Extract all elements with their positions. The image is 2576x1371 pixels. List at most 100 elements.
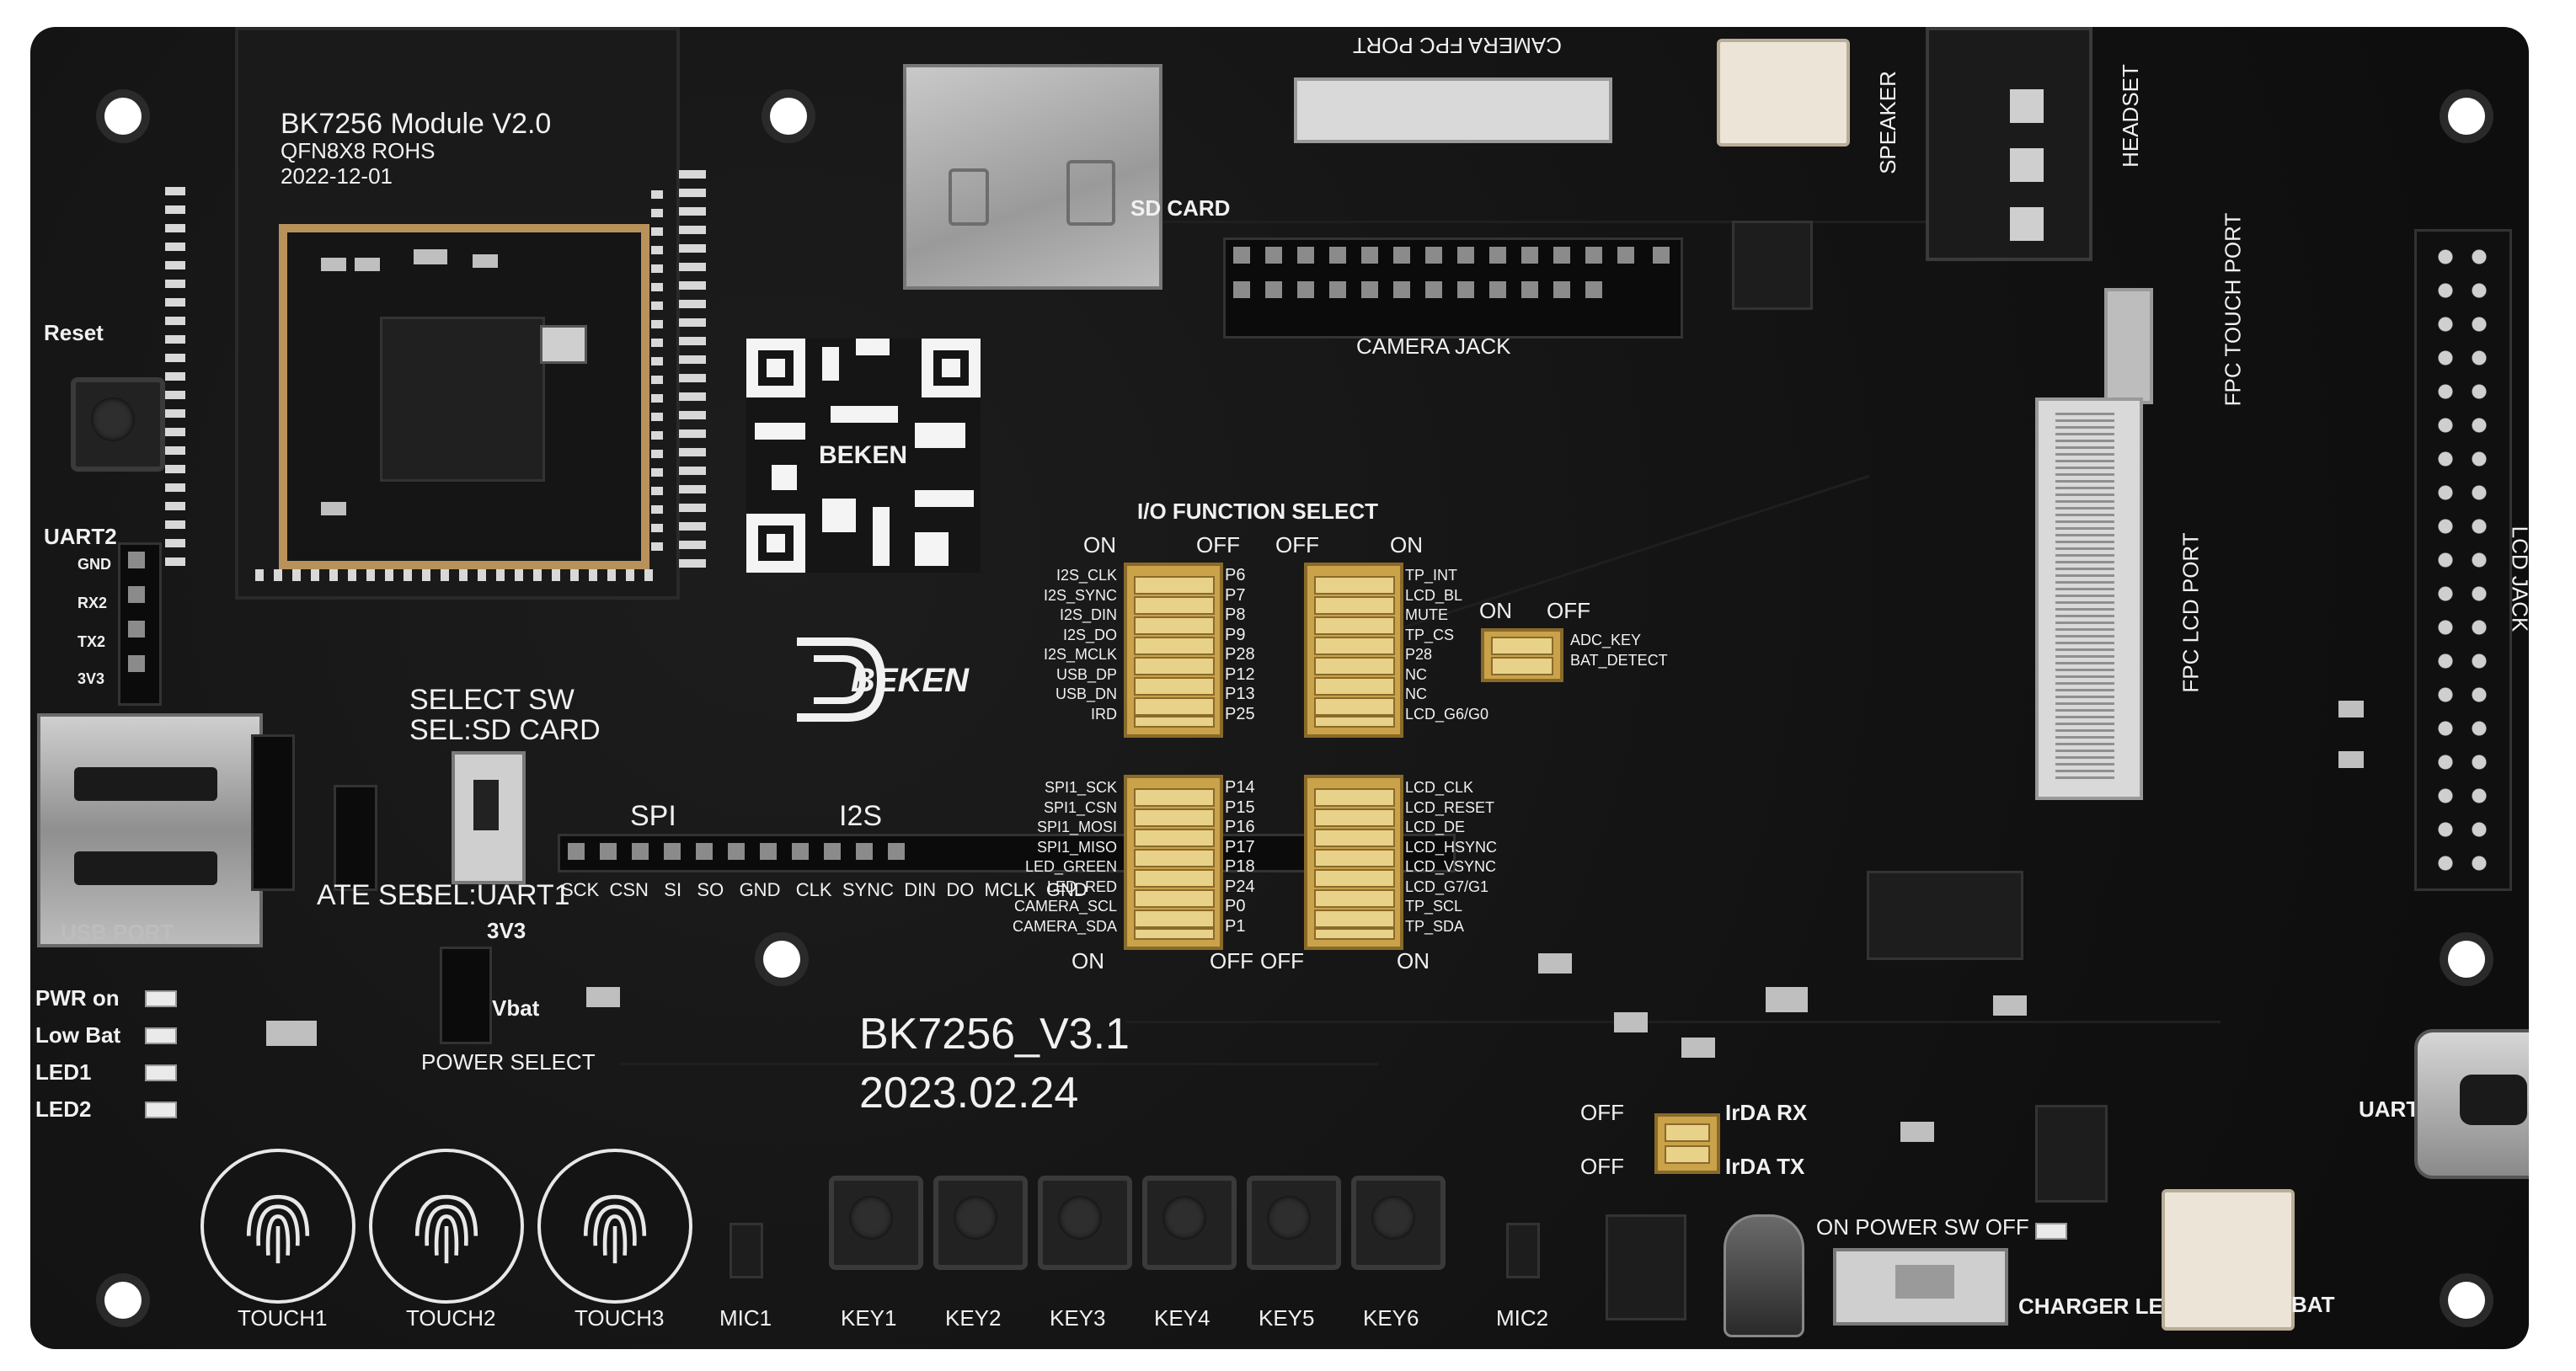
battery-connector[interactable] <box>2162 1189 2295 1331</box>
power-sw-label: ON POWER SW OFF <box>1816 1214 2029 1240</box>
touch2-label: TOUCH2 <box>406 1305 496 1331</box>
bat-label: BAT <box>2291 1292 2335 1317</box>
smd-part <box>321 502 346 515</box>
spi-label: SPI <box>630 800 676 832</box>
audio-amp-ic <box>1732 221 1813 310</box>
smd-part <box>1900 1122 1934 1142</box>
mounting-hole <box>2448 1282 2485 1319</box>
key5-button[interactable] <box>1247 1176 1341 1270</box>
touch1-pad[interactable] <box>200 1149 355 1304</box>
headset-jack[interactable] <box>1926 27 2092 261</box>
speaker-label: SPEAKER <box>1874 71 1900 174</box>
usb-a-port[interactable] <box>37 713 263 947</box>
touch3-label: TOUCH3 <box>575 1305 665 1331</box>
dip-switch-io-1[interactable] <box>1124 563 1223 738</box>
key3-button[interactable] <box>1038 1176 1132 1270</box>
mic2 <box>1506 1223 1540 1278</box>
power-select-header[interactable] <box>440 947 492 1044</box>
dip-switch-adc-bat[interactable] <box>1481 628 1563 682</box>
mic1-label: MIC1 <box>719 1305 772 1331</box>
key6-label: KEY6 <box>1363 1305 1419 1331</box>
module-castellated-pins <box>255 569 660 581</box>
smd-part <box>473 254 498 268</box>
sel-uart1-label: SEL:UART1 <box>414 879 570 911</box>
touch2-pad[interactable] <box>369 1149 524 1304</box>
logo-brand: BEKEN <box>851 662 970 699</box>
led2-label: LED2 <box>35 1096 92 1122</box>
dip-switch-io-4[interactable] <box>1304 775 1403 950</box>
irda-rx-label: IrDA RX <box>1725 1100 1808 1125</box>
dip-switch-io-2[interactable] <box>1304 563 1403 738</box>
pcb-trace <box>620 1063 1378 1065</box>
smd-part <box>355 258 380 271</box>
sel-sd-card-label: SEL:SD CARD <box>409 714 601 746</box>
smd-part <box>266 1021 317 1046</box>
dip-switch-irda[interactable] <box>1654 1113 1720 1174</box>
select-slide-switch[interactable] <box>452 751 526 884</box>
ic-chip <box>1867 871 2023 960</box>
key4-button[interactable] <box>1142 1176 1237 1270</box>
smd-part <box>2338 701 2364 718</box>
i2s-label: I2S <box>839 800 883 832</box>
reset-button[interactable] <box>71 377 165 472</box>
uart2-header[interactable] <box>118 542 162 706</box>
smd-part <box>1766 987 1808 1012</box>
pin-header[interactable] <box>251 734 295 891</box>
dip3-on-bottom-label: ON <box>1072 948 1104 974</box>
irda-tx-label: IrDA TX <box>1725 1154 1805 1179</box>
key6-button[interactable] <box>1351 1176 1446 1270</box>
speaker-connector[interactable] <box>1717 39 1850 147</box>
pin-header-column <box>679 170 706 574</box>
key2-button[interactable] <box>933 1176 1028 1270</box>
fingerprint-icon <box>414 1194 478 1264</box>
power-3v3-label: 3V3 <box>487 918 526 943</box>
dip4-on-bottom-label: ON <box>1397 948 1430 974</box>
camera-fpc-connector[interactable] <box>1294 77 1612 143</box>
sd-card-label: SD CARD <box>1130 195 1231 221</box>
smd-part <box>1681 1038 1715 1058</box>
ir-receiver <box>1606 1214 1686 1320</box>
select-sw-label: SELECT SW <box>409 684 575 716</box>
camera-jack-header[interactable] <box>1223 237 1683 339</box>
touch1-label: TOUCH1 <box>238 1305 328 1331</box>
key1-button[interactable] <box>829 1176 923 1270</box>
charger-ic <box>2035 1105 2108 1203</box>
pwr-on-led <box>145 990 177 1007</box>
board-date: 2023.02.24 <box>859 1069 1079 1118</box>
camera-jack-label: CAMERA JACK <box>1356 333 1511 359</box>
fpc-touch-connector[interactable] <box>2104 288 2153 404</box>
sd-card-slot[interactable] <box>903 64 1162 290</box>
board-version: BK7256_V3.1 <box>859 1010 1130 1059</box>
uart2-pin-3v3: 3V3 <box>77 670 105 687</box>
mounting-hole <box>2448 941 2485 978</box>
beken-logo: BEKEN <box>788 633 974 726</box>
mic1 <box>730 1223 763 1278</box>
power-slide-switch[interactable] <box>1833 1248 2008 1326</box>
usb-c-port[interactable] <box>2414 1029 2529 1179</box>
module-shield-area <box>279 224 649 569</box>
key2-label: KEY2 <box>945 1305 1002 1331</box>
fpc-lcd-connector[interactable] <box>2035 397 2143 800</box>
uart2-pin-gnd: GND <box>77 556 111 573</box>
dip3-off-bottom-label: OFF <box>1210 948 1253 974</box>
pwr-on-label: PWR on <box>35 985 120 1011</box>
dip-switch-io-3[interactable] <box>1124 775 1223 950</box>
low-bat-label: Low Bat <box>35 1022 121 1048</box>
uart2-pin-rx2: RX2 <box>77 595 108 611</box>
smd-part <box>1614 1012 1648 1032</box>
lcd-jack-header[interactable] <box>2414 229 2512 891</box>
touch3-pad[interactable] <box>537 1149 692 1304</box>
io-function-select-label: I/O FUNCTION SELECT <box>1137 499 1378 524</box>
bk7256-module: BK7256 Module V2.0 QFN8X8 ROHS 2022-12-0… <box>235 27 680 600</box>
spi-i2s-pin-labels: SCK CSN SI SO GND CLK SYNC DIN DO MCLK G… <box>561 879 1088 900</box>
ate-sel-header[interactable] <box>334 785 377 891</box>
qr-code: BEKEN <box>746 339 981 573</box>
camera-fpc-port-label: CAMERA FPC PORT <box>1353 33 1563 58</box>
uart2-label: UART2 <box>44 524 117 549</box>
beken-logo-mark-icon <box>797 637 886 722</box>
fingerprint-icon <box>246 1194 310 1264</box>
